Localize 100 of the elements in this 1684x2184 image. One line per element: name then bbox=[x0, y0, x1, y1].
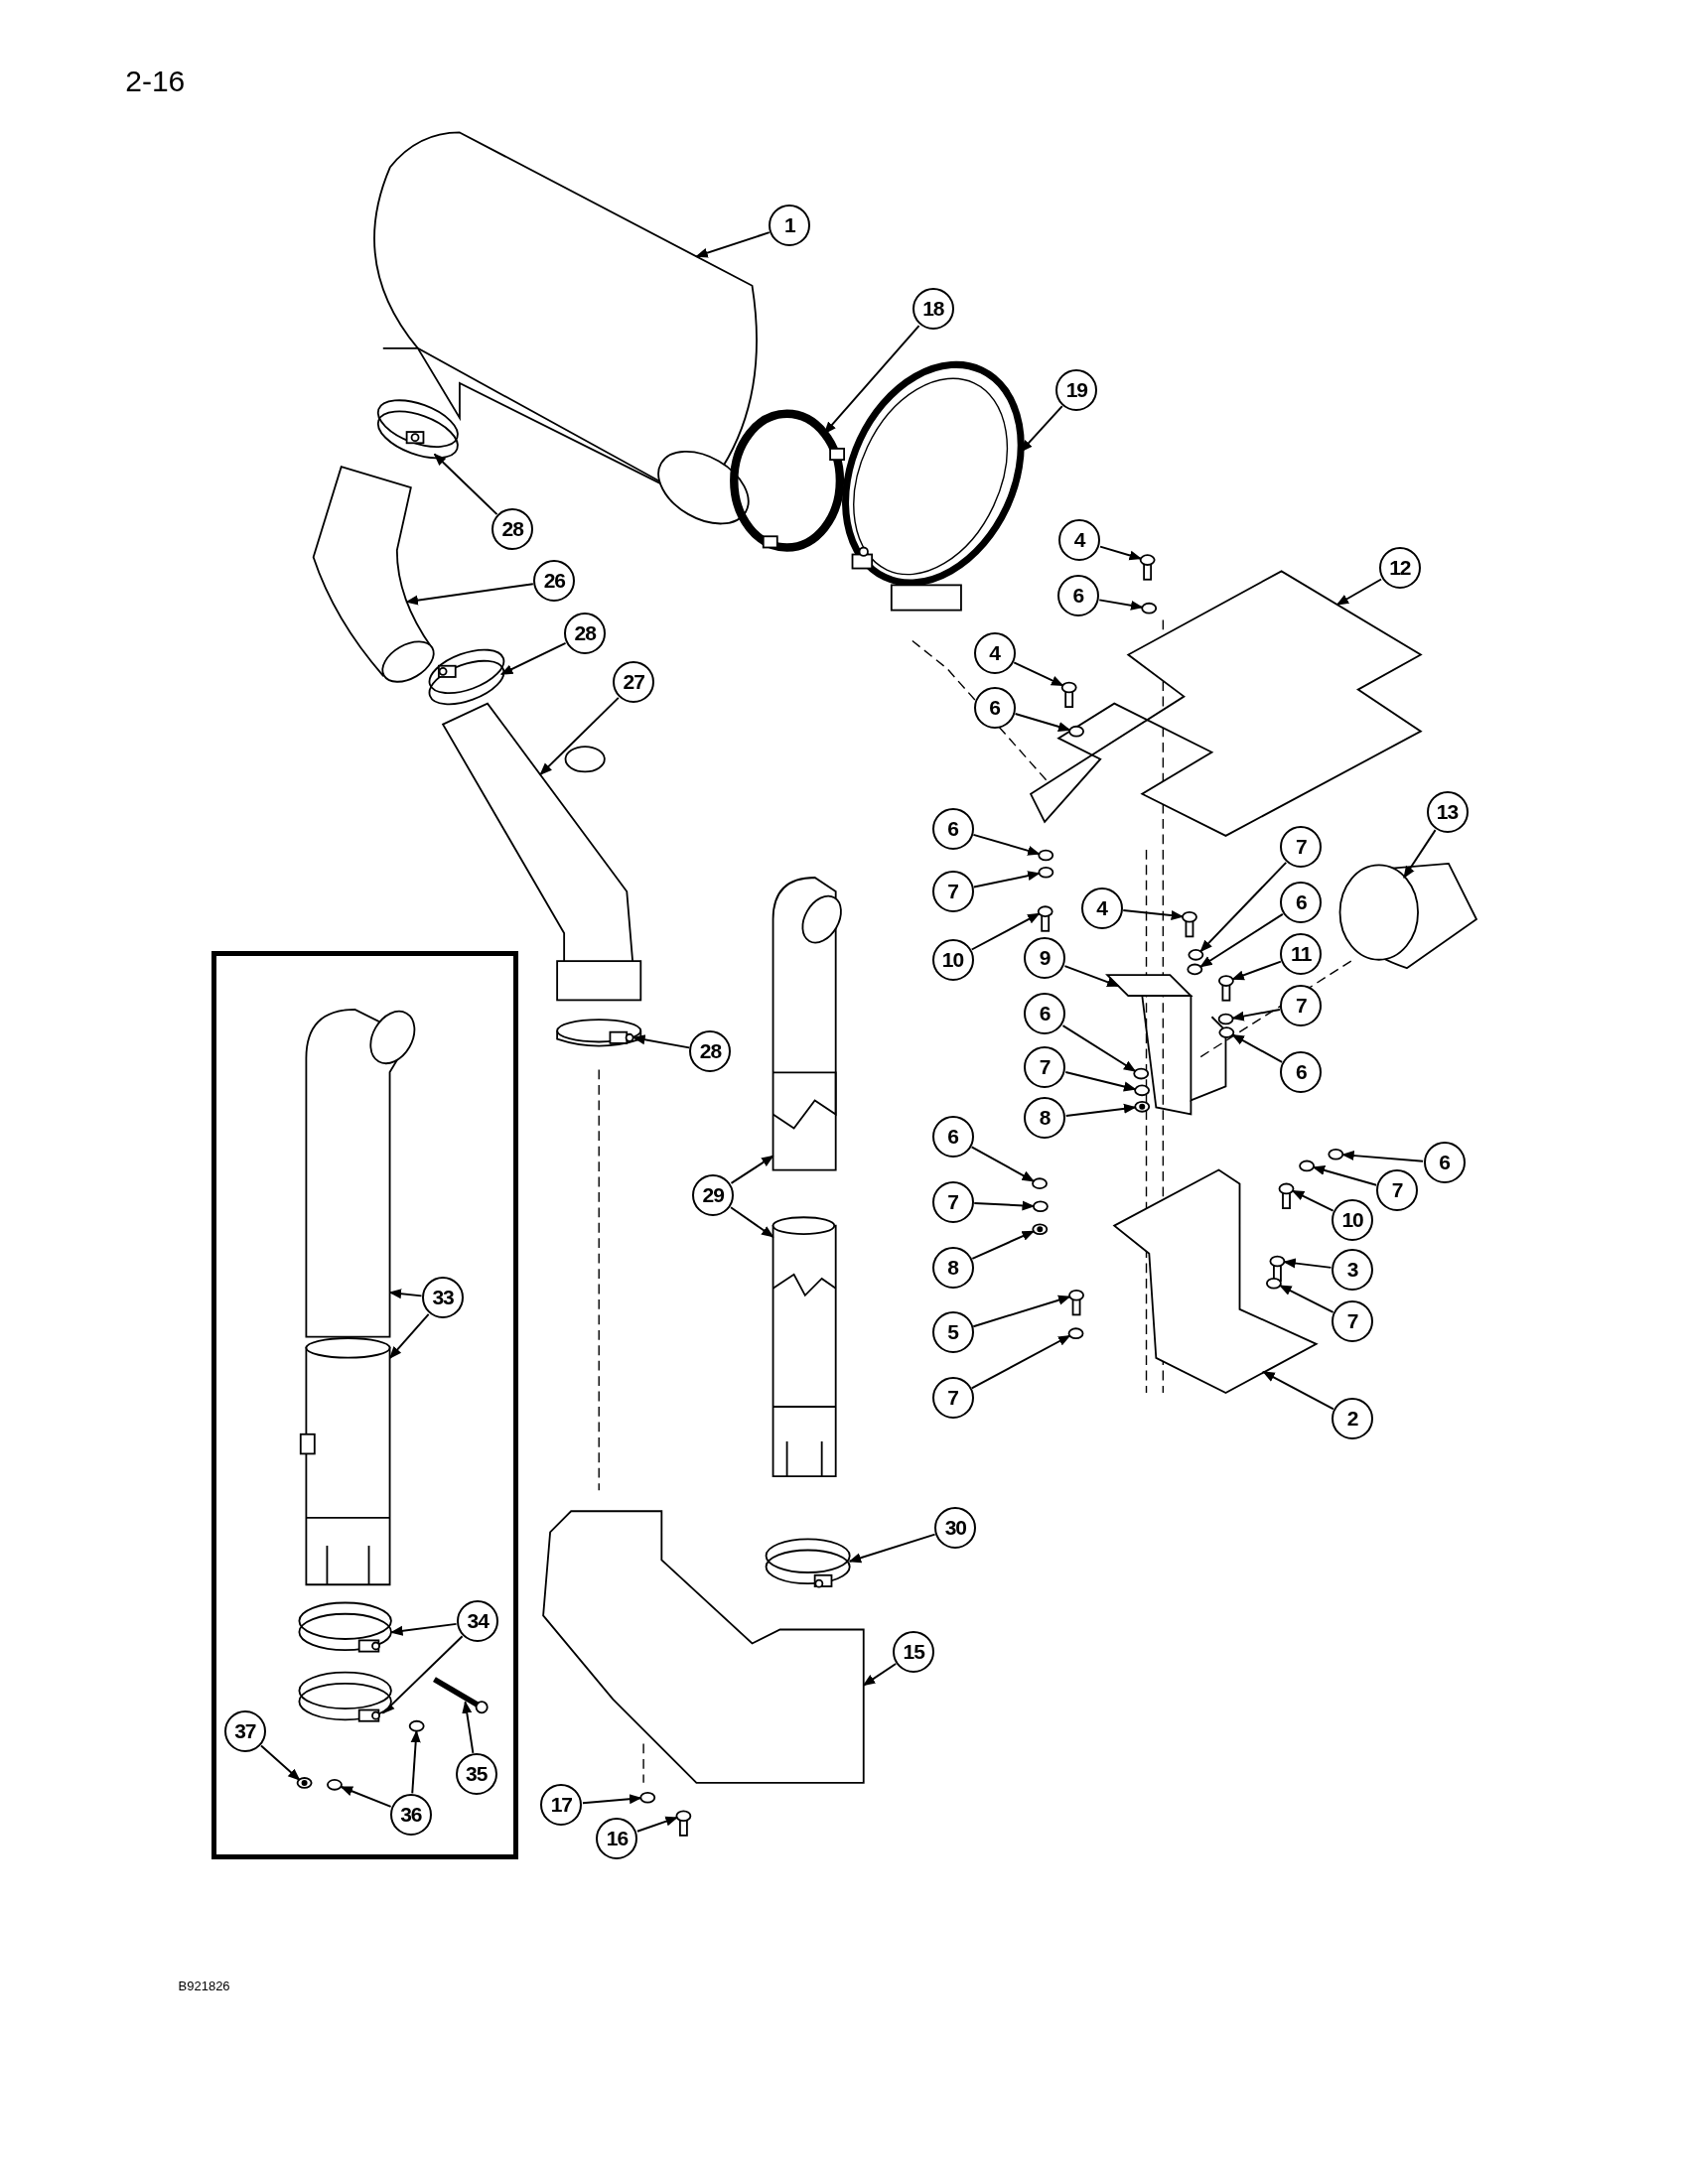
leader-line bbox=[823, 325, 920, 435]
leader-line bbox=[1064, 1103, 1137, 1117]
callout-number: 8 bbox=[931, 1246, 974, 1289]
leader-line bbox=[862, 1663, 898, 1687]
callout-number: 6 bbox=[1280, 882, 1323, 923]
leader-line bbox=[1014, 713, 1071, 732]
callout-number: 35 bbox=[455, 1753, 497, 1796]
leader-line bbox=[581, 1794, 642, 1805]
callout-number: 33 bbox=[422, 1277, 465, 1319]
leader-line bbox=[972, 833, 1041, 856]
callout-number: 11 bbox=[1280, 932, 1323, 975]
washer bbox=[327, 1779, 344, 1791]
callout-number: 8 bbox=[1024, 1097, 1066, 1140]
washer bbox=[1032, 1200, 1049, 1213]
bolt bbox=[1218, 975, 1234, 1002]
leader-line bbox=[405, 583, 534, 606]
callout-number: 6 bbox=[973, 686, 1016, 729]
leader-line bbox=[1061, 1024, 1137, 1072]
callout-number: 7 bbox=[931, 1377, 974, 1420]
leader-line bbox=[635, 1816, 678, 1833]
callout-number: 15 bbox=[893, 1630, 935, 1673]
callout-number: 28 bbox=[491, 508, 534, 551]
leader-line bbox=[1403, 829, 1437, 879]
bolt bbox=[1037, 905, 1053, 932]
leader-line bbox=[433, 453, 498, 516]
exhaust-pipe bbox=[441, 702, 642, 1002]
leader-line bbox=[970, 1334, 1071, 1390]
leader-line bbox=[1099, 545, 1143, 561]
bracket bbox=[1112, 1168, 1319, 1395]
leader-line bbox=[1063, 965, 1120, 988]
callout-number: 3 bbox=[1332, 1249, 1374, 1292]
callout-number: 19 bbox=[1055, 368, 1098, 411]
bolt bbox=[1139, 554, 1156, 581]
leader-line bbox=[972, 871, 1041, 888]
washer bbox=[408, 1719, 425, 1732]
clamp bbox=[730, 409, 845, 552]
callout-number: 18 bbox=[912, 288, 954, 331]
leader-line bbox=[388, 1312, 430, 1359]
hose-clamp bbox=[376, 399, 459, 460]
callout-number: 6 bbox=[1280, 1051, 1323, 1094]
bolt bbox=[675, 1810, 692, 1837]
bolt bbox=[433, 1677, 489, 1714]
callout-number: 6 bbox=[1056, 575, 1099, 617]
callout-number: 28 bbox=[689, 1030, 732, 1073]
leader-line bbox=[1013, 661, 1064, 687]
washer bbox=[1299, 1160, 1316, 1172]
hose-clamp bbox=[765, 1538, 851, 1588]
callout-number: 30 bbox=[934, 1506, 977, 1549]
washer bbox=[1141, 602, 1158, 614]
callout-number: 29 bbox=[692, 1173, 735, 1216]
callout-number: 13 bbox=[1426, 790, 1469, 833]
callout-number: 2 bbox=[1332, 1398, 1374, 1440]
nut bbox=[296, 1777, 313, 1789]
leader-line bbox=[1279, 1285, 1334, 1313]
leader-line bbox=[1231, 1033, 1284, 1063]
washer bbox=[1038, 866, 1054, 879]
callout-number: 26 bbox=[533, 559, 576, 602]
drawing-number: B921826 bbox=[178, 1979, 230, 1993]
leader-line bbox=[848, 1533, 936, 1564]
leader-line bbox=[1122, 909, 1185, 921]
leader-line bbox=[1231, 960, 1282, 981]
elbow-pipe bbox=[312, 466, 435, 683]
leader-line bbox=[260, 1744, 301, 1781]
bracket bbox=[1105, 974, 1227, 1116]
page-number: 2-16 bbox=[125, 65, 186, 99]
leader-line bbox=[695, 231, 771, 258]
stack-pipe bbox=[305, 1009, 416, 1338]
bolt bbox=[1060, 681, 1077, 708]
washer bbox=[1217, 1013, 1234, 1025]
leader-line bbox=[1335, 578, 1382, 606]
callout-number: 4 bbox=[1058, 519, 1101, 562]
leader-line bbox=[539, 696, 620, 776]
callout-number: 7 bbox=[1376, 1169, 1418, 1212]
washer bbox=[1067, 1327, 1084, 1339]
band-clamp bbox=[842, 361, 1025, 612]
pipe-fitting bbox=[1338, 863, 1477, 970]
callout-number: 4 bbox=[973, 631, 1016, 674]
leader-line bbox=[1199, 912, 1284, 968]
leader-line bbox=[1199, 861, 1288, 953]
leader-line bbox=[1098, 599, 1144, 611]
callout-number: 27 bbox=[613, 661, 655, 704]
callout-number: 7 bbox=[1280, 825, 1323, 868]
callout-number: 6 bbox=[1024, 993, 1066, 1035]
leader-line bbox=[410, 1729, 421, 1795]
leader-line bbox=[973, 1200, 1036, 1211]
stack-pipe bbox=[772, 1216, 837, 1478]
leader-line bbox=[971, 1230, 1036, 1260]
callout-number: 7 bbox=[1332, 1300, 1374, 1343]
leader-line bbox=[730, 1206, 774, 1238]
callout-number: 6 bbox=[1423, 1142, 1466, 1184]
callout-number: 16 bbox=[596, 1817, 638, 1859]
callout-number: 17 bbox=[540, 1784, 583, 1827]
washer bbox=[1187, 963, 1203, 976]
callout-number: 9 bbox=[1024, 937, 1066, 980]
callout-number: 7 bbox=[1024, 1045, 1066, 1088]
callout-number: 7 bbox=[931, 870, 974, 912]
callout-number: 34 bbox=[457, 1599, 499, 1642]
leader-line bbox=[1341, 1151, 1425, 1162]
leader-line bbox=[1283, 1258, 1333, 1269]
callout-number: 6 bbox=[931, 807, 974, 850]
